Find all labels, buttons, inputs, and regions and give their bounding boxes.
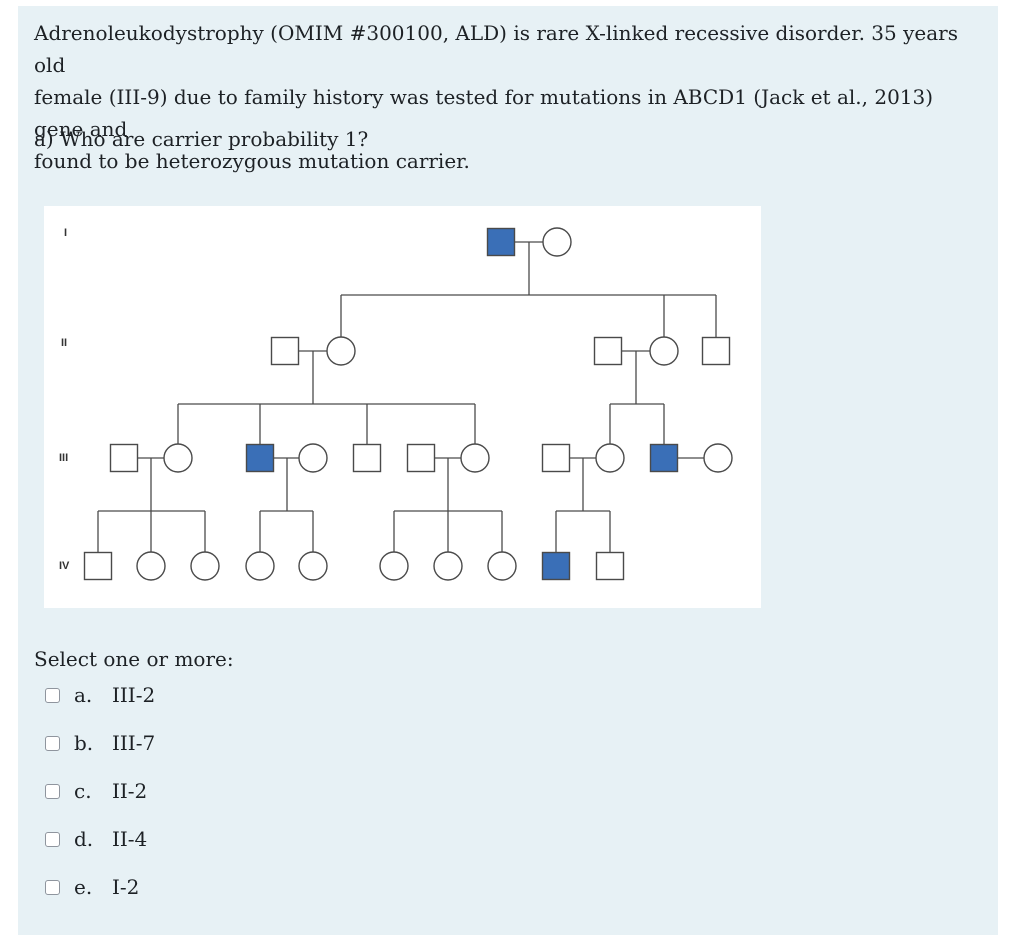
option-checkbox[interactable] [45, 831, 60, 847]
pedigree-lines [97, 241, 717, 554]
generation-label: IV [59, 560, 70, 572]
option-letter: a. [74, 683, 93, 707]
option-letter: c. [74, 779, 92, 803]
option-text: II-4 [112, 827, 148, 851]
male-symbol [595, 551, 625, 581]
male-symbol [352, 443, 382, 473]
subquestion: a) Who are carrier probability 1? [34, 127, 369, 151]
option-checkbox[interactable] [45, 735, 60, 751]
female-symbol [163, 443, 193, 473]
female-symbol [460, 443, 490, 473]
female-symbol [542, 227, 572, 257]
generation-label: III [59, 452, 68, 464]
male-symbol [83, 551, 113, 581]
affected-male-symbol [486, 227, 516, 257]
male-symbol [593, 336, 623, 366]
female-symbol [326, 336, 356, 366]
female-symbol [703, 443, 733, 473]
pedigree-chart: I II III IV [44, 206, 761, 608]
question-line: female (III-9) due to family history was… [34, 85, 934, 141]
female-symbol [595, 443, 625, 473]
option-letter: b. [74, 731, 94, 755]
male-symbol [406, 443, 436, 473]
option-e[interactable]: e. I-2 [45, 871, 139, 903]
female-symbol [433, 551, 463, 581]
option-checkbox[interactable] [45, 879, 60, 895]
male-symbol [270, 336, 300, 366]
female-symbol [245, 551, 275, 581]
option-checkbox[interactable] [45, 783, 60, 799]
male-symbol [541, 443, 571, 473]
option-text: III-7 [112, 731, 156, 755]
question-line: Adrenoleukodystrophy (OMIM #300100, ALD)… [34, 21, 958, 77]
female-symbol [298, 443, 328, 473]
option-text: III-2 [112, 683, 156, 707]
option-letter: d. [74, 827, 94, 851]
option-letter: e. [74, 875, 93, 899]
affected-male-symbol [649, 443, 679, 473]
affected-male-symbol [245, 443, 275, 473]
female-symbol [298, 551, 328, 581]
option-text: II-2 [112, 779, 148, 803]
affected-male-symbol [541, 551, 571, 581]
female-symbol [136, 551, 166, 581]
male-symbol [109, 443, 139, 473]
question-text: Adrenoleukodystrophy (OMIM #300100, ALD)… [34, 17, 984, 177]
option-c[interactable]: c. II-2 [45, 775, 147, 807]
option-text: I-2 [112, 875, 140, 899]
question-line: found to be heterozygous mutation carrie… [34, 149, 470, 173]
select-prompt: Select one or more: [34, 647, 234, 671]
option-b[interactable]: b. III-7 [45, 727, 155, 759]
pedigree-svg: I II III IV [59, 227, 733, 581]
option-checkbox[interactable] [45, 687, 60, 703]
option-d[interactable]: d. II-4 [45, 823, 147, 855]
female-symbol [487, 551, 517, 581]
female-symbol [379, 551, 409, 581]
option-a[interactable]: a. III-2 [45, 679, 155, 711]
male-symbol [701, 336, 731, 366]
generation-label: I [64, 227, 67, 239]
female-symbol [649, 336, 679, 366]
pedigree-symbols [83, 227, 733, 581]
generation-label: II [61, 337, 67, 349]
female-symbol [190, 551, 220, 581]
